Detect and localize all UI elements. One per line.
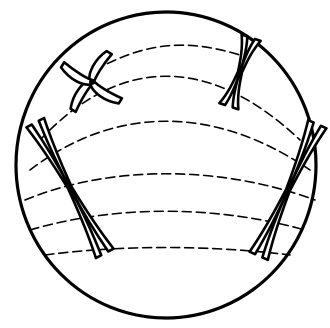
spindle-fiber bbox=[30, 121, 310, 170]
spindle-fiber bbox=[40, 76, 300, 140]
chromosome-2 bbox=[219, 35, 260, 110]
chromosome-3 bbox=[26, 118, 113, 258]
chromatid bbox=[35, 118, 113, 253]
chromatid bbox=[250, 120, 318, 256]
spindle-fiber bbox=[95, 45, 240, 70]
chromatid bbox=[26, 123, 104, 258]
chromatid bbox=[259, 124, 327, 260]
